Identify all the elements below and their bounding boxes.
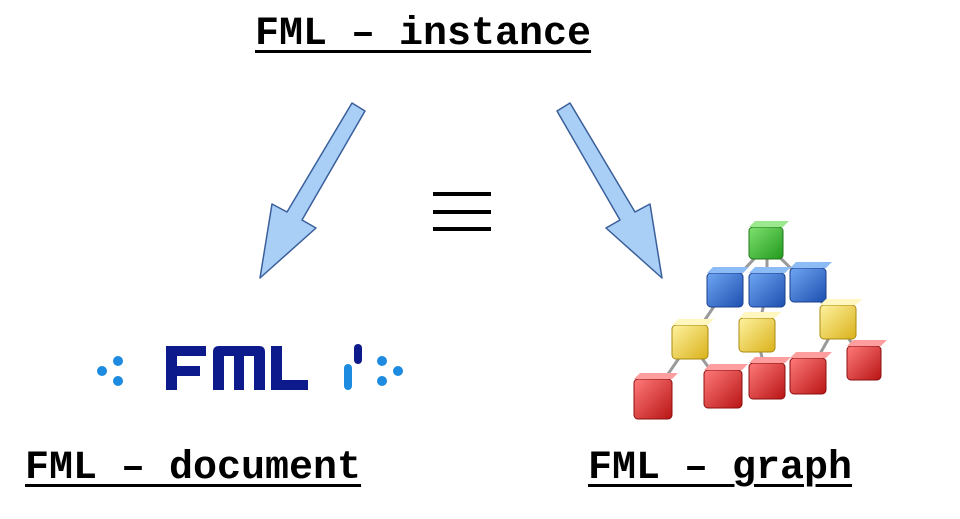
logo-letter-l: [271, 346, 308, 390]
logo-dot: [377, 376, 387, 386]
cube-node-yellow: [738, 312, 781, 353]
fml-logo: [97, 344, 403, 390]
cube-node-blue: [706, 267, 749, 308]
title-fml-instance: FML – instance: [255, 12, 592, 57]
equivalence-symbol: [433, 192, 491, 231]
logo-letter-m: [213, 346, 265, 390]
logo-bar: [344, 364, 352, 390]
logo-bar: [354, 344, 362, 364]
cube-node-red: [703, 364, 748, 409]
cube-node-red: [633, 373, 678, 420]
arrow-to-document: [259, 102, 366, 279]
cube-node-red: [748, 357, 791, 400]
logo-dot: [113, 376, 123, 386]
logo-dot: [97, 366, 107, 376]
label-fml-document: FML – document: [25, 446, 362, 491]
logo-letter-f: [166, 346, 206, 390]
arrow-to-graph: [556, 102, 663, 279]
cube-node-blue: [789, 262, 832, 303]
cube-node-yellow: [819, 299, 862, 340]
logo-dot: [377, 356, 387, 366]
cube-node-red: [789, 352, 832, 395]
cube-node-blue: [748, 267, 791, 308]
label-fml-graph: FML – graph: [588, 446, 853, 491]
graph-node-cubes: [633, 221, 887, 420]
logo-dot: [393, 366, 403, 376]
cube-node-yellow: [671, 319, 714, 360]
cube-node-red: [846, 340, 887, 381]
logo-dot: [113, 356, 123, 366]
cube-node-root: [748, 221, 789, 260]
